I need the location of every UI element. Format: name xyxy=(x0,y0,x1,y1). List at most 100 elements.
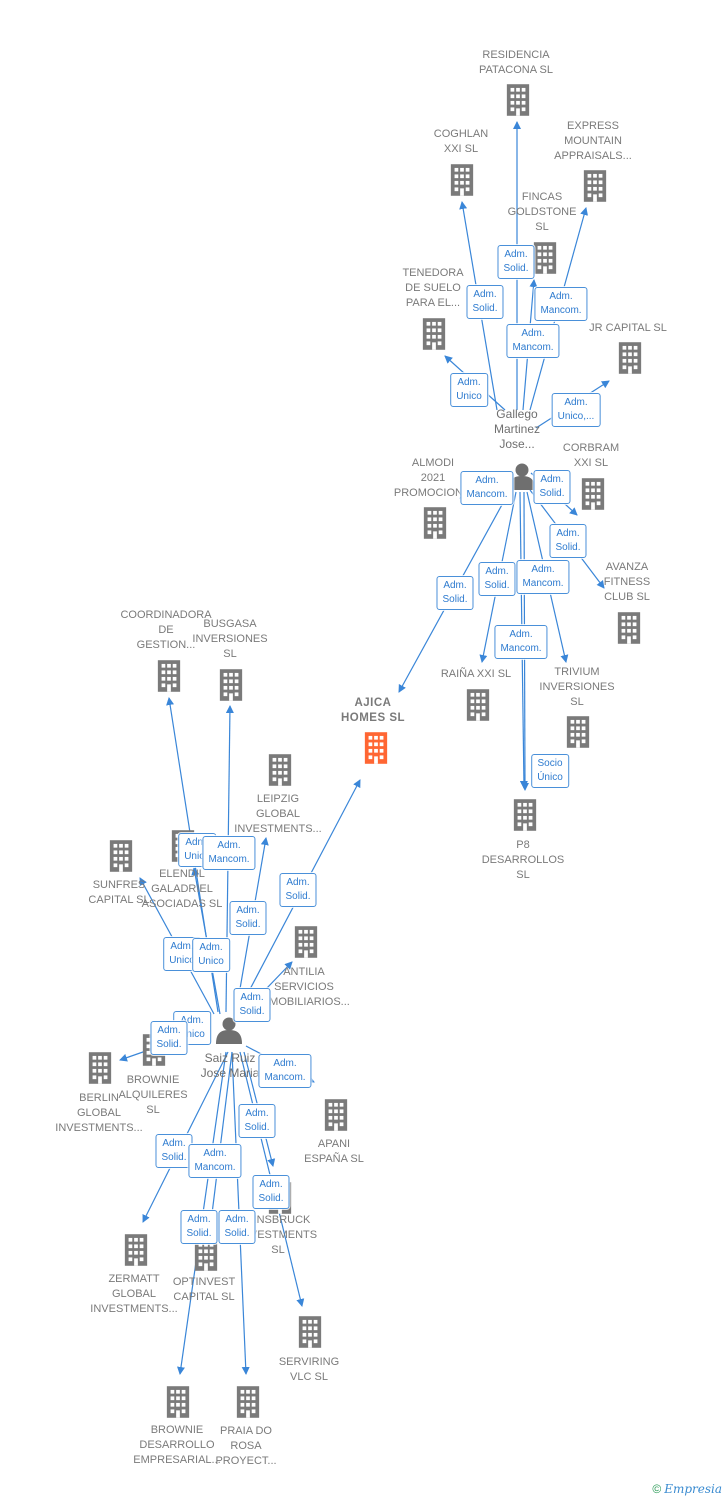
relation-badge[interactable]: Adm.Mancom. xyxy=(460,471,514,505)
company-building-icon[interactable] xyxy=(324,1099,348,1131)
company-building-icon[interactable] xyxy=(566,716,590,748)
relation-badge[interactable]: Adm. Solid. xyxy=(180,1210,218,1244)
relation-badge-line: Solid. xyxy=(186,1228,212,1239)
company-label-c22-line: SL xyxy=(271,1244,285,1256)
relation-badge[interactable]: Adm.Solid. xyxy=(155,1134,193,1168)
company-building-icon[interactable] xyxy=(533,242,557,274)
relation-badge[interactable]: Adm.Solid. xyxy=(229,901,267,935)
relation-badge-line: Adm. xyxy=(187,1214,211,1225)
relation-badge[interactable]: Adm.Mancom. xyxy=(494,625,548,659)
relation-badge[interactable]: Adm.Solid. xyxy=(252,1175,290,1209)
relation-badge[interactable]: Adm.Solid. xyxy=(150,1021,188,1055)
relation-badge-line: Único xyxy=(537,772,563,783)
relation-badge[interactable]: Adm.Mancom. xyxy=(534,287,588,321)
company-building-icon[interactable] xyxy=(219,669,243,701)
company-label-c08-line: PROMOCION... xyxy=(393,487,473,499)
relation-badge[interactable]: Adm.Unico xyxy=(450,373,488,407)
company-building-icon[interactable] xyxy=(298,1316,322,1348)
relation-badge[interactable]: Adm.Solid. xyxy=(436,576,474,610)
company-label-c27-line: PRAIA DO xyxy=(220,1425,272,1437)
company-label-c06[interactable]: JR CAPITAL SL xyxy=(589,321,667,336)
company-building-icon[interactable] xyxy=(109,840,133,872)
company-building-icon[interactable] xyxy=(236,1386,260,1418)
company-label-c14-line: SL xyxy=(223,648,237,660)
company-building-icon[interactable] xyxy=(506,84,530,116)
relation-badge[interactable]: Adm.Solid. xyxy=(233,988,271,1022)
company-building-icon[interactable] xyxy=(124,1234,148,1266)
company-building-icon[interactable] xyxy=(581,478,605,510)
company-label-c21-line: APANI xyxy=(317,1138,351,1150)
relation-badge[interactable]: Adm.Unico xyxy=(192,938,230,972)
relation-badge[interactable]: Adm. Unico,... xyxy=(551,393,601,427)
company-building-icon[interactable] xyxy=(422,318,446,350)
company-building-icon[interactable] xyxy=(88,1052,112,1084)
relation-badge-line: Adm. xyxy=(564,397,588,408)
company-building-icon[interactable] xyxy=(423,507,447,539)
relation-badge-line: Mancom. xyxy=(264,1072,306,1083)
company-building-icon[interactable] xyxy=(583,170,607,202)
company-building-icon[interactable] xyxy=(157,660,181,692)
relation-badge[interactable]: Adm.Mancom. xyxy=(258,1054,312,1088)
company-building-icon[interactable] xyxy=(513,799,537,831)
company-building-icon[interactable] xyxy=(166,1386,190,1418)
company-building-icon[interactable] xyxy=(268,754,292,786)
relation-badge-line: Solid. xyxy=(442,594,468,605)
footer-brand[interactable]: ©Empresia xyxy=(652,1482,722,1496)
company-building-icon[interactable] xyxy=(466,689,490,721)
relation-badge[interactable]: Adm.Solid. xyxy=(279,873,317,907)
relation-badge[interactable]: Adm.Solid. xyxy=(549,524,587,558)
relation-badge[interactable]: Adm.Mancom. xyxy=(516,560,570,594)
company-label-c04-line: FINCAS xyxy=(521,191,563,203)
relation-badge[interactable]: Adm.Mancom. xyxy=(188,1144,242,1178)
relation-badge-line: Adm. xyxy=(236,905,260,916)
company-label-c10[interactable]: RAIÑA XXI SL xyxy=(441,667,511,682)
company-building-icon[interactable] xyxy=(617,612,641,644)
relation-badge[interactable]: Adm.Solid. xyxy=(478,562,516,596)
relation-badge[interactable]: Adm.Solid. xyxy=(533,470,571,504)
relation-badge[interactable]: Adm.Mancom. xyxy=(506,324,560,358)
relation-badge-line: Adm. xyxy=(162,1138,186,1149)
company-label-c19-line: SL xyxy=(146,1104,160,1116)
company-building-icon[interactable] xyxy=(618,342,642,374)
relation-badge[interactable]: Adm.Solid. xyxy=(218,1210,256,1244)
company-building-icon[interactable] xyxy=(450,164,474,196)
relation-badge[interactable]: Adm.Solid. xyxy=(466,285,504,319)
company-label-c16-line: CAPITAL SL xyxy=(88,894,150,906)
relation-badge[interactable]: Adm.Mancom. xyxy=(202,836,256,870)
relation-badge[interactable]: Adm.Solid. xyxy=(238,1104,276,1138)
relation-badge-line: Adm. xyxy=(521,328,545,339)
relation-badge-line: Unico,... xyxy=(557,411,595,422)
relation-badge[interactable]: Adm.Solid. xyxy=(497,245,535,279)
main-company-building-icon[interactable] xyxy=(364,732,388,764)
company-building-icon[interactable] xyxy=(294,926,318,958)
